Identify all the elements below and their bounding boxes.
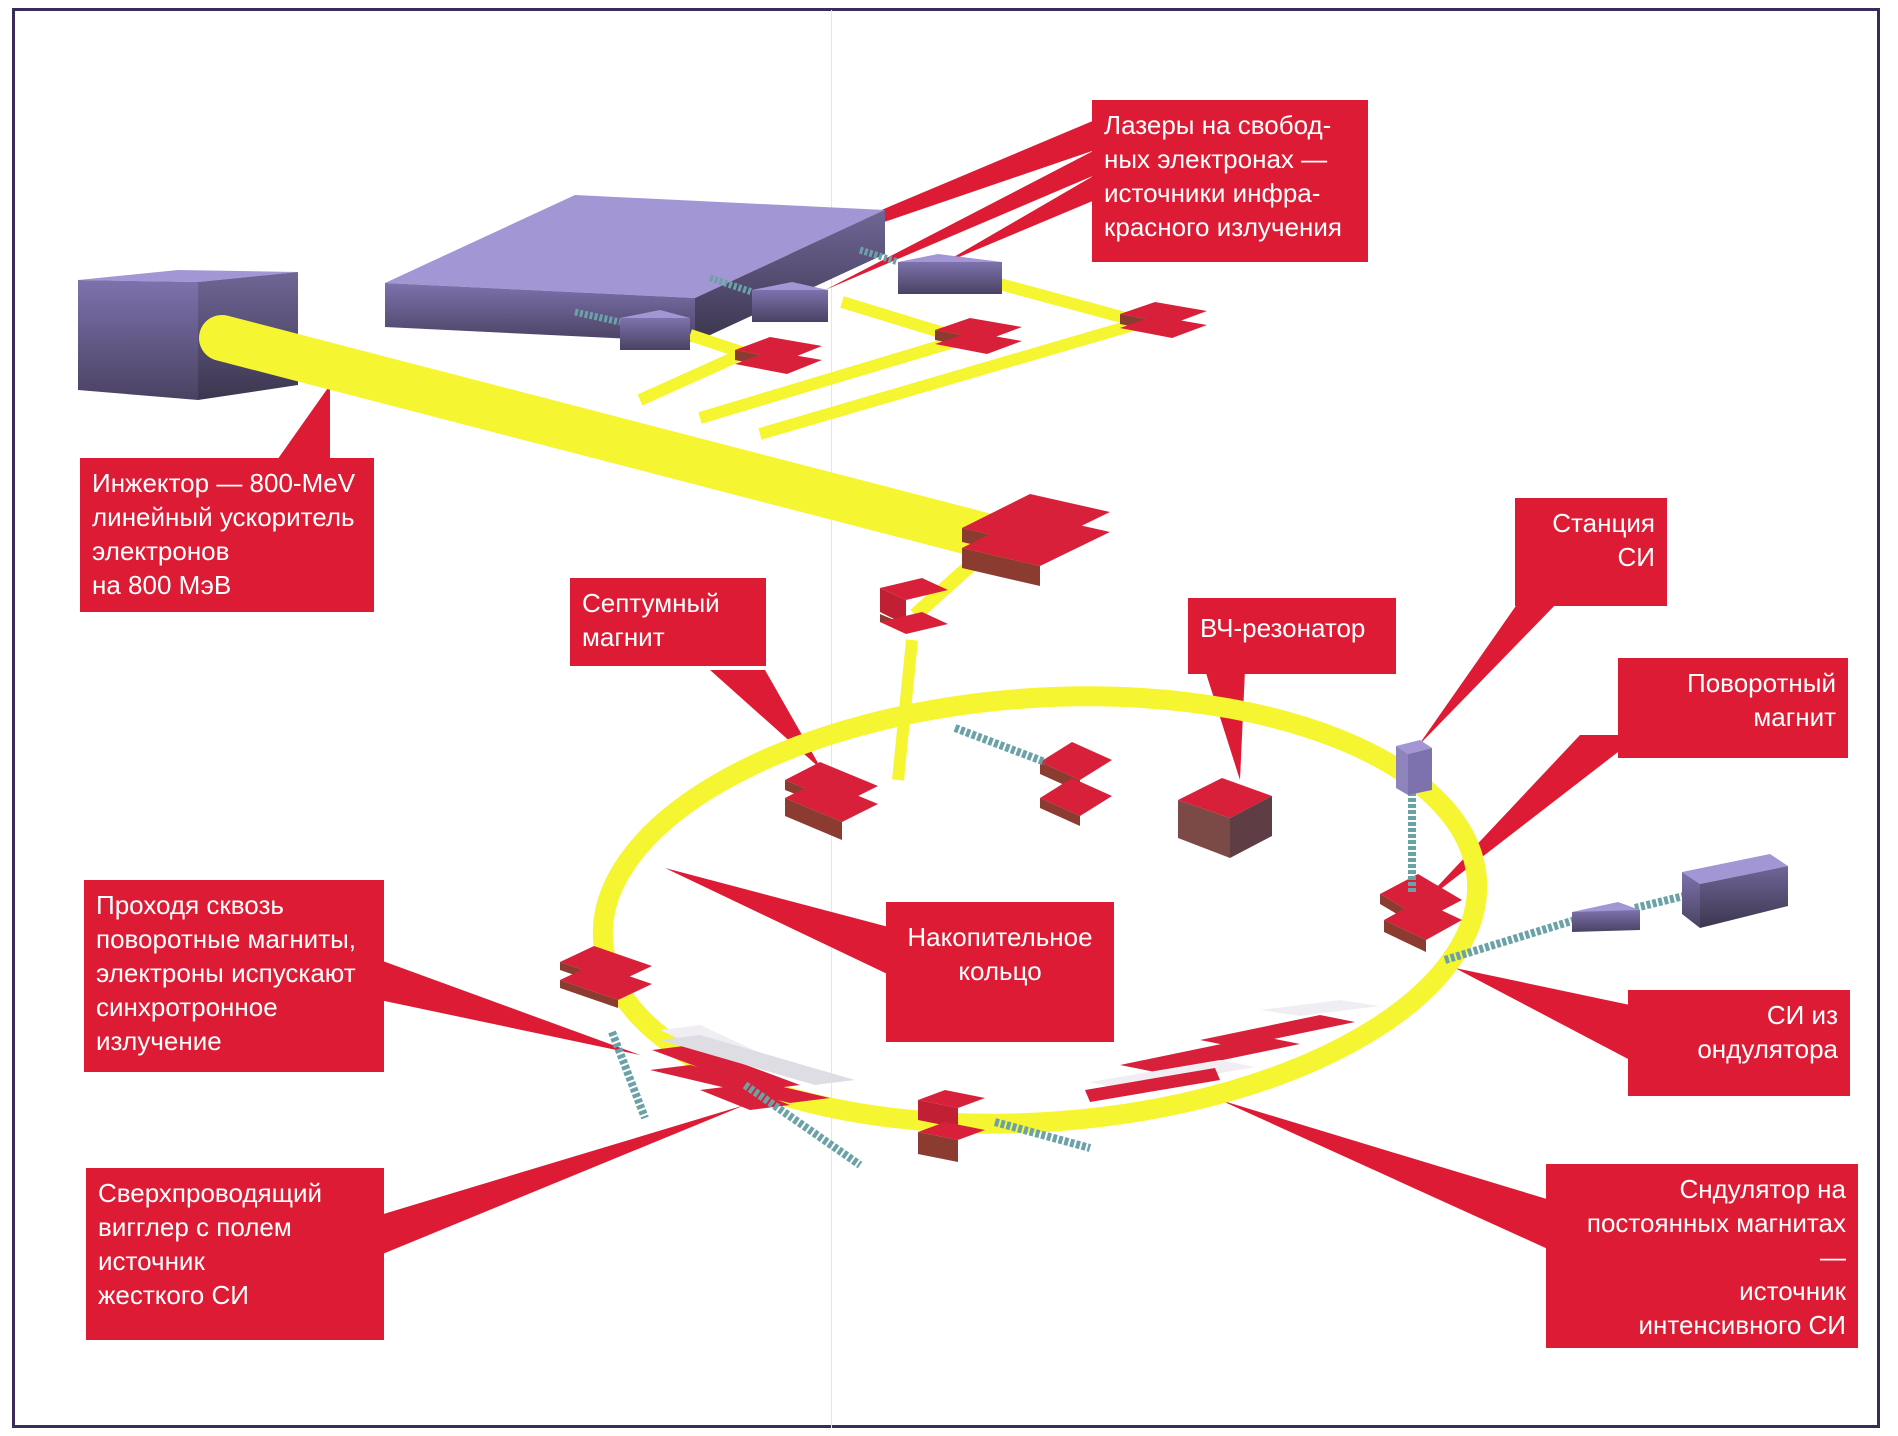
label-undulator: Сндулятор на постоянных магнитах — источ… bbox=[1546, 1164, 1858, 1348]
linac-beam bbox=[199, 315, 1043, 568]
rf-pointer bbox=[1205, 670, 1245, 780]
undulator-si-pointer bbox=[1455, 968, 1630, 1060]
sr-stations bbox=[1396, 740, 1788, 932]
injector-pointer bbox=[270, 385, 330, 470]
rf-cavity bbox=[1178, 778, 1272, 858]
magnets bbox=[560, 302, 1462, 1162]
transfer-magnet bbox=[880, 578, 948, 634]
undulator-pointer bbox=[1220, 1100, 1550, 1250]
label-injector: Инжектор — 800-MeV линейный ускоритель э… bbox=[80, 458, 374, 612]
label-rf: ВЧ-резонатор bbox=[1188, 598, 1396, 674]
label-wiggler: Сверхпроводящий вигглер с полем источник… bbox=[86, 1168, 384, 1340]
fel-pointer-3 bbox=[940, 175, 1095, 265]
fel-units bbox=[574, 246, 1002, 350]
ring-pointer bbox=[665, 868, 900, 980]
ring-magnet-top bbox=[1040, 742, 1112, 826]
fel-platform bbox=[385, 195, 885, 342]
label-fel: Лазеры на свобод- ных электронах — источ… bbox=[1092, 100, 1368, 262]
label-septum: Септумный магнит bbox=[570, 578, 766, 666]
linac-end-magnet bbox=[962, 494, 1110, 586]
page-fold-line bbox=[831, 10, 832, 1428]
label-passing: Проходя сквозь поворотные магниты, элект… bbox=[84, 880, 384, 1072]
wiggler-pointer bbox=[380, 1105, 745, 1255]
label-undulator-si: СИ из ондулятора bbox=[1628, 990, 1850, 1096]
page-frame bbox=[12, 8, 1880, 1428]
station-pointer bbox=[1418, 600, 1560, 746]
label-bending: Поворотный магнит bbox=[1618, 658, 1848, 758]
ring-magnet-left bbox=[560, 946, 652, 1008]
fel-pointer-2 bbox=[825, 150, 1095, 290]
fel-magnet-3 bbox=[1120, 302, 1207, 338]
wiggler-magnets bbox=[650, 1025, 855, 1110]
passing-pointer bbox=[380, 960, 640, 1055]
storage-ring bbox=[592, 686, 1488, 1134]
label-ring: Накопительное кольцо bbox=[886, 902, 1114, 1042]
septum-magnet bbox=[785, 762, 878, 840]
ring-magnet-bottom bbox=[918, 1090, 985, 1162]
label-station: Станция СИ bbox=[1515, 498, 1667, 606]
bending-magnet bbox=[1380, 874, 1462, 952]
fel-magnet-2 bbox=[935, 318, 1022, 354]
undulator-magnets bbox=[1085, 1000, 1380, 1102]
fel-magnet-1 bbox=[735, 337, 822, 374]
